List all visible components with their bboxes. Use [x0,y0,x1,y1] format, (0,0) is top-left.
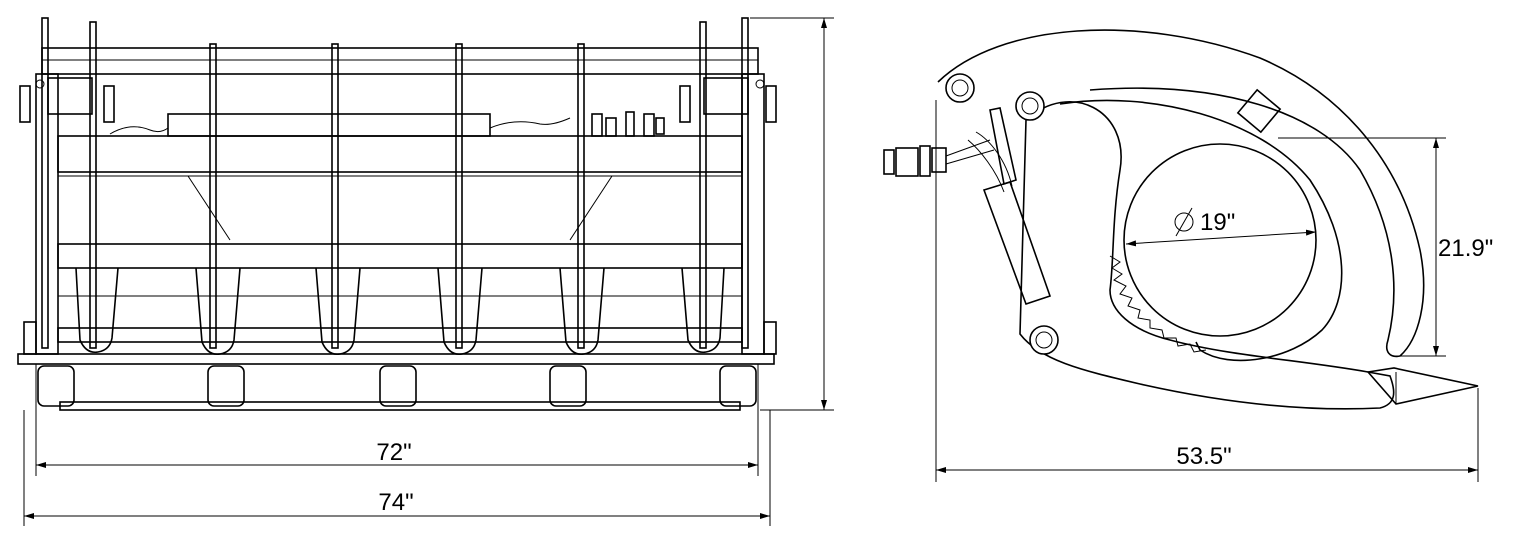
side-view: 19" [883,29,1479,410]
jaw-teeth [1109,255,1207,353]
dimension-21-9: 21.9" [1438,235,1493,262]
dimension-72: 72" [376,439,411,466]
tooth-clamps [37,365,757,407]
side-dimensions: 21.9" 53.5" [935,100,1493,482]
dimension-74: 74" [378,489,413,516]
hydraulic-fittings [591,111,665,137]
grapple-rods [41,17,749,349]
front-dimensions: 72" 74" [23,17,834,526]
diameter-circle [1123,143,1317,337]
hose-coupler [883,139,995,177]
front-view [17,17,777,411]
dimension-53-5: 53.5" [1176,443,1231,470]
hydraulic-cylinder [967,107,1052,306]
dimension-diameter: 19" [1200,209,1235,236]
